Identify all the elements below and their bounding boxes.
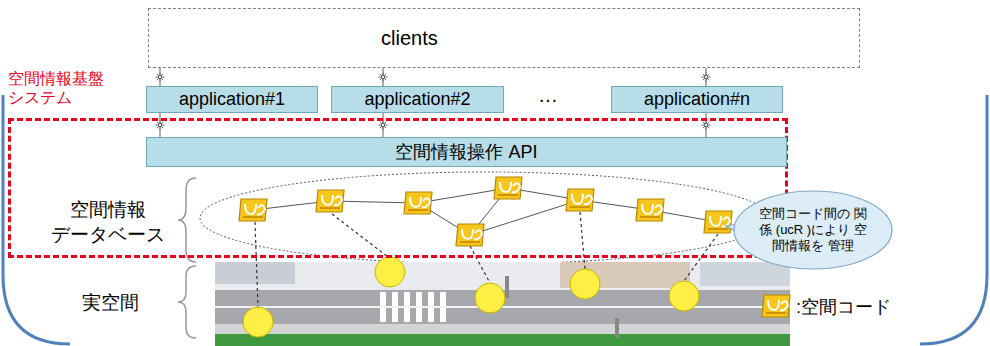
clients-box: clients [148,8,860,68]
brace [178,266,196,338]
node-text: application#2 [364,89,470,110]
brace [178,178,196,262]
connector [379,113,388,137]
space-code-icon [566,189,594,211]
connector [156,113,165,137]
code-relation [253,188,718,235]
process-box: 空間情報操作 API [146,137,787,167]
process-box: application#n [611,86,783,113]
connector [702,113,711,137]
space-code-icon [239,199,267,221]
node-text: 空間情報操作 API [395,140,537,164]
node-text: clients [381,27,438,50]
node-text: application#n [644,89,750,110]
layer-label: 空間情報 データベース [46,198,170,247]
space-code-icon [404,192,432,214]
process-box: application#1 [146,86,318,113]
outer-outline [920,95,987,344]
callout-bubble: 空間コード間の 関係 (ucR )により 空間情報を 管理 [733,190,893,270]
real-place-marker [243,257,699,337]
outer-outline [3,95,70,344]
street-illustration [215,262,790,346]
space-code-icon [762,295,790,317]
region-heading: 空間情報基盤 システム [8,69,118,107]
space-code-icon [456,224,484,246]
database-ellipse [200,172,770,264]
space-code-icon [636,199,664,221]
connector [702,68,711,86]
layer-label: 実空間 [82,290,139,316]
connector [156,68,165,86]
process-box: application#2 [331,86,504,113]
space-code-icon [494,177,522,199]
space-code-icon [704,211,732,233]
node-text: 空間コード間の 関係 (ucR )により 空間情報を 管理 [755,206,871,255]
space-code-icon [316,190,344,212]
ellipsis: … [538,84,558,107]
connector [379,68,388,86]
node-text: application#1 [179,89,285,110]
legend-text: :空間コード [796,295,891,319]
